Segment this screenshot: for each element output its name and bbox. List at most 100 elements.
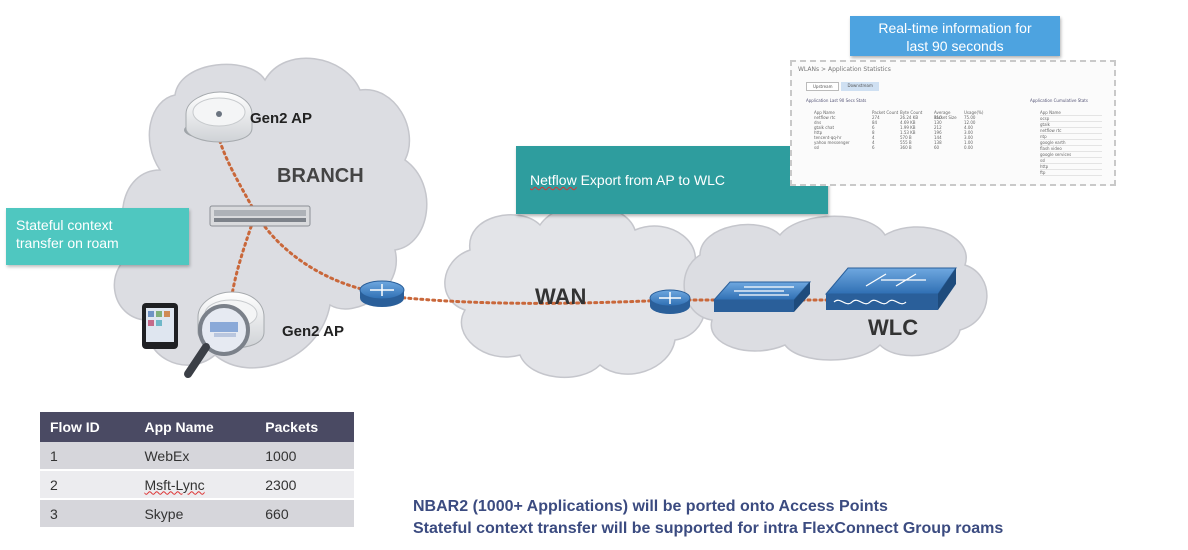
stats-cell: 75.00: [964, 115, 976, 120]
stats-cell: dns: [814, 120, 822, 125]
stats-cell: ssl: [814, 145, 820, 150]
router-icon: [359, 280, 405, 307]
note-line-1: NBAR2 (1000+ Applications) will be porte…: [413, 498, 888, 515]
netflow-word: Netflow: [530, 172, 577, 188]
app-name-cell: WebEx: [134, 442, 256, 471]
stats-cell: 110: [934, 115, 942, 120]
stats-cell: tencent-qq-hr: [814, 135, 842, 140]
ap-top-label: Gen2 AP: [250, 110, 312, 127]
stats-title: WLANs > Application Statistics: [798, 66, 891, 73]
stats-cell: 4.69 KB: [900, 120, 916, 125]
access-point-icon: [184, 91, 253, 143]
tablet-icon: [142, 303, 178, 349]
stats-grid: App Name Packet Count Byte Count Average…: [814, 110, 994, 150]
stats-side-item: google services: [1040, 152, 1102, 158]
stats-side-title: App Name: [1040, 110, 1102, 116]
flow-table-header: Flow ID App Name Packets: [40, 412, 354, 442]
stats-cell: netflow rtc: [814, 115, 836, 120]
stats-col-header: App Name: [814, 110, 835, 115]
column-header-packets: Packets: [255, 412, 354, 442]
stats-cell: 196: [934, 130, 942, 135]
stats-row: dns 84 4.69 KB 130 12.00: [814, 120, 994, 125]
stats-cell: 3.00: [964, 130, 973, 135]
flow-table: Flow ID App Name Packets 1 WebEx 1000 2 …: [40, 412, 354, 529]
column-header-app-name: App Name: [134, 412, 256, 442]
stats-side-item: ftp: [1040, 170, 1102, 176]
note-line-2: Stateful context transfer will be suppor…: [413, 520, 1004, 537]
realtime-line-2: last 90 seconds: [906, 38, 1004, 54]
switch-icon: [712, 281, 812, 312]
packets-cell: 2300: [255, 470, 354, 500]
app-name-cell: Msft-Lync: [134, 470, 256, 500]
link-ap-top-to-switch: [216, 133, 257, 214]
netflow-callout: Netflow Export from AP to WLC: [516, 146, 828, 214]
table-row: 2 Msft-Lync 2300: [40, 470, 354, 500]
realtime-callout: Real-time information for last 90 second…: [850, 16, 1060, 56]
stats-side-item: ssl: [1040, 158, 1102, 164]
stats-cell: 12.00: [964, 120, 976, 125]
stats-cell: 144: [934, 135, 942, 140]
stats-row: netflow rtc 274 26.24 KB 110 75.00: [814, 115, 994, 120]
stats-col-header: Packet Count: [872, 110, 899, 115]
netflow-rest: Export from AP to WLC: [576, 172, 726, 188]
stats-cell: 84: [872, 120, 878, 125]
stats-side-item: netflow rtc: [1040, 128, 1102, 134]
stats-cell: 555 B: [900, 140, 912, 145]
branch-label: BRANCH: [277, 165, 364, 187]
stats-tabs: Upstream Downstream: [806, 82, 879, 91]
stats-cell: 570 B: [900, 135, 912, 140]
stats-rows: netflow rtc 274 26.24 KB 110 75.00 dns 84 4.69 …: [814, 115, 994, 150]
bottom-notes: NBAR2 (1000+ Applications) will be porte…: [413, 496, 1003, 540]
stats-header-row: App Name Packet Count Byte Count Average…: [814, 110, 994, 120]
context-transfer-line-1: Stateful context: [16, 217, 113, 233]
stats-side-item: http: [1040, 164, 1102, 170]
context-transfer-callout: Stateful context transfer on roam: [6, 208, 189, 265]
flow-id-cell: 1: [40, 442, 135, 471]
realtime-line-1: Real-time information for: [878, 20, 1032, 36]
stats-cell: 0.00: [964, 145, 973, 150]
stats-cell: gtalk chat: [814, 125, 835, 130]
stats-col-header: Usage(%): [964, 110, 984, 115]
stats-cell: 1.99 KB: [900, 125, 916, 130]
link-router-to-wan-router: [383, 294, 672, 305]
router-icon: [649, 289, 691, 314]
stats-tab-downstream: Downstream: [841, 82, 879, 91]
column-header-flow-id: Flow ID: [40, 412, 135, 442]
stats-col-header: Average Packet Size: [934, 110, 957, 120]
stats-cell: 4.00: [964, 125, 973, 130]
stats-cell: 212: [934, 125, 942, 130]
stats-cell: 26.24 KB: [900, 115, 919, 120]
wlc-label: WLC: [868, 315, 919, 340]
stats-side-item: gtalk: [1040, 122, 1102, 128]
stats-cell: 130: [934, 120, 942, 125]
stats-side-item: ntp: [1040, 134, 1102, 140]
switch-icon: [209, 205, 311, 227]
wlc-icon: [824, 267, 957, 310]
stats-cell: http: [814, 130, 823, 135]
stats-side-item: google earth: [1040, 140, 1102, 146]
application-stats-screenshot: WLANs > Application Statistics Upstream …: [790, 60, 1116, 186]
magnifier-icon: [184, 304, 250, 378]
stats-cell: 138: [934, 140, 942, 145]
wan-label: WAN: [535, 284, 587, 309]
stats-left-heading: Application Last 90 Secs Stats: [806, 98, 867, 103]
stats-cell: 274: [872, 115, 880, 120]
stats-cell: 360 B: [900, 145, 912, 150]
stats-cell: 4: [872, 135, 875, 140]
ap-bottom-label: Gen2 AP: [282, 323, 344, 340]
stats-tab-upstream: Upstream: [806, 82, 840, 91]
stats-right-heading: Application Cumulative Stats: [1030, 98, 1088, 103]
stats-col-header: Byte Count: [900, 110, 923, 115]
flow-id-cell: 2: [40, 470, 135, 500]
stats-cell: yahoo messenger: [814, 140, 850, 145]
stats-cell: 1.00: [964, 140, 973, 145]
table-row: 3 Skype 660: [40, 499, 354, 529]
app-name-cell: Skype: [134, 499, 256, 529]
